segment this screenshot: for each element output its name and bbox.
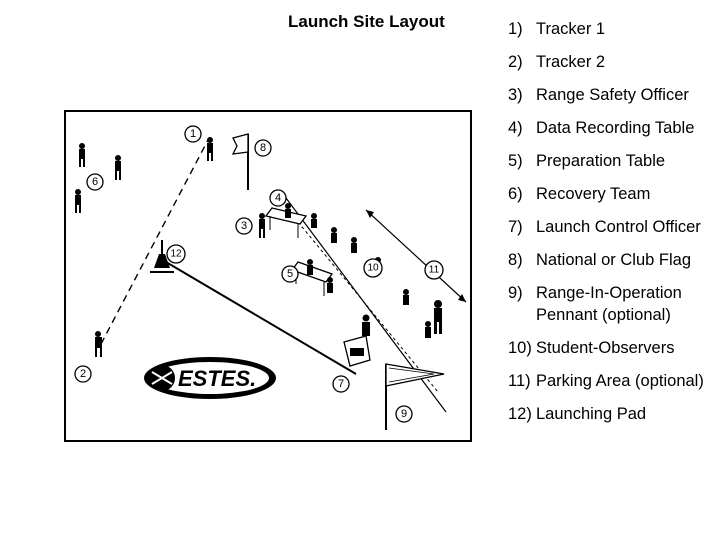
preparation-people: [307, 259, 333, 293]
svg-text:2: 2: [80, 368, 86, 380]
svg-text:11: 11: [429, 265, 440, 276]
callout-5: 5: [281, 265, 299, 283]
recovery-team-people: [75, 143, 121, 213]
legend-list: 1)Tracker 1 2)Tracker 2 3)Range Safety O…: [508, 18, 713, 425]
svg-text:5: 5: [287, 268, 293, 280]
legend-item: 1)Tracker 1: [508, 20, 606, 38]
launch-site-drawing: ESTES. 1 2 3 4 5 6 7 8 9 10 11 12: [74, 125, 467, 430]
rope-line: [297, 221, 439, 393]
legend-item: 2)Tracker 2: [508, 53, 606, 71]
callout-4: 4: [269, 189, 287, 207]
legend-item: 6)Recovery Team: [508, 185, 651, 203]
svg-text:3: 3: [241, 220, 247, 232]
callout-11: 11: [424, 260, 444, 280]
tracker-1-person: [207, 137, 213, 161]
svg-text:9: 9: [401, 408, 407, 420]
tracker-sight-line: [100, 139, 209, 345]
launching-pad: [150, 240, 174, 273]
launch-control-desk: [343, 335, 371, 367]
callout-3: 3: [235, 217, 253, 235]
callout-1: 1: [184, 125, 202, 143]
legend-item: 11)Parking Area (optional): [508, 372, 704, 390]
callout-10: 10: [363, 258, 383, 278]
legend-item: 9)Range-In-Operation Pennant (optional): [508, 284, 682, 324]
svg-text:4: 4: [275, 192, 281, 204]
svg-text:10: 10: [367, 263, 379, 274]
parking-area-line: [365, 209, 467, 303]
svg-text:8: 8: [260, 142, 266, 154]
svg-text:12: 12: [170, 249, 182, 260]
observer-boundary-line: [285, 197, 447, 413]
page-title: Launch Site Layout: [288, 12, 445, 31]
launch-site-illustration: ESTES. 1 2 3 4 5 6 7 8 9 10 11 12: [64, 110, 472, 442]
callout-6: 6: [86, 173, 104, 191]
legend-item: 3)Range Safety Officer: [508, 86, 689, 104]
legend-item: 12)Launching Pad: [508, 405, 647, 423]
svg-text:1: 1: [190, 128, 196, 140]
national-flag: [231, 133, 249, 190]
launch-line: [165, 261, 357, 375]
tracker-2-person: [95, 331, 102, 357]
range-safety-officer: [259, 213, 265, 238]
legend-item: 5)Preparation Table: [508, 152, 666, 170]
estes-logo-text: ESTES.: [178, 366, 256, 391]
legend-item: 10)Student-Observers: [508, 339, 675, 357]
launch-control-officer: [362, 314, 370, 336]
data-recorders: [285, 203, 317, 228]
range-pennant: [385, 363, 445, 430]
legend-item: 4)Data Recording Table: [508, 119, 695, 137]
svg-text:6: 6: [92, 176, 98, 188]
svg-text:7: 7: [338, 378, 344, 390]
estes-logo: ESTES.: [144, 357, 276, 399]
callout-2: 2: [74, 365, 92, 383]
callout-9: 9: [395, 405, 413, 423]
legend-item: 8)National or Club Flag: [508, 251, 691, 269]
callout-7: 7: [332, 375, 350, 393]
callout-12: 12: [166, 244, 186, 264]
legend-item: 7)Launch Control Officer: [508, 218, 701, 236]
callout-8: 8: [254, 139, 272, 157]
